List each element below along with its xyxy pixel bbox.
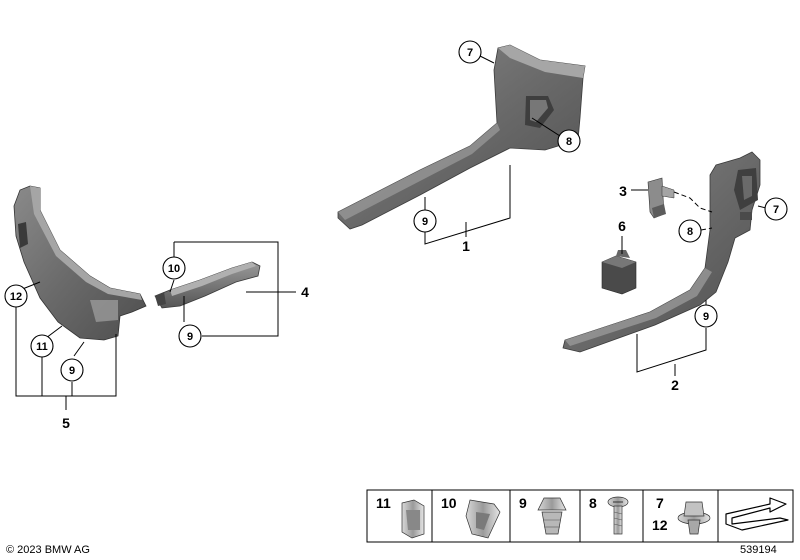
callout-9-right: 9 [694,304,718,328]
svg-text:7: 7 [467,47,473,59]
callout-8-right: 8 [678,219,702,243]
legend-label-9: 9 [519,495,527,511]
bracket-part-3 [647,177,675,219]
clip-10-icon [465,499,501,539]
svg-text:9: 9 [422,216,428,228]
legend-label-10: 10 [441,495,457,511]
group-label-2: 2 [671,377,679,393]
group-label-5: 5 [62,415,70,431]
callout-8-top: 8 [557,129,581,153]
clip-11-icon [401,499,425,539]
svg-text:11: 11 [36,341,48,353]
sill-trim-rear [562,151,761,353]
legend-label-11: 11 [376,495,391,511]
svg-text:10: 10 [168,263,180,275]
callout-12: 12 [4,284,28,308]
sill-trim-front [337,44,586,230]
navigation-arrow-icon [725,497,789,531]
group-label-6: 6 [618,218,626,234]
callout-10: 10 [162,256,186,280]
part1-leaders [424,54,561,245]
clip-9-icon [537,497,567,535]
group-label-3: 3 [619,183,627,199]
part5-leaders [15,281,117,410]
svg-text:9: 9 [69,365,75,377]
legend-label-8: 8 [589,495,597,511]
curved-trim-part-4 [154,261,261,309]
svg-text:7: 7 [773,204,779,216]
callout-9-a: 9 [178,324,202,348]
copyright-text: © 2023 BMW AG [6,544,90,556]
screw-8-icon [607,496,629,535]
legend-label-7: 7 [656,495,664,511]
callout-9-b: 9 [60,358,84,382]
svg-text:8: 8 [566,136,572,148]
pillar-trim-part-5 [13,185,147,341]
group-label-1: 1 [462,238,470,254]
fastener-legend: 11 10 9 8 7 12 [366,489,794,543]
svg-text:12: 12 [10,291,22,303]
group-label-4: 4 [301,284,309,300]
callout-9-sill: 9 [413,209,437,233]
callout-7-top: 7 [458,40,482,64]
callout-11: 11 [30,334,54,358]
svg-text:9: 9 [703,311,709,323]
svg-text:8: 8 [687,226,693,238]
part2-leaders [621,189,767,376]
block-part-6 [601,250,637,295]
clip-7-12-icon [677,501,711,535]
callout-7-right: 7 [764,197,788,221]
svg-text:9: 9 [187,331,193,343]
diagram-number: 539194 [740,544,777,556]
legend-label-12: 12 [652,517,668,533]
